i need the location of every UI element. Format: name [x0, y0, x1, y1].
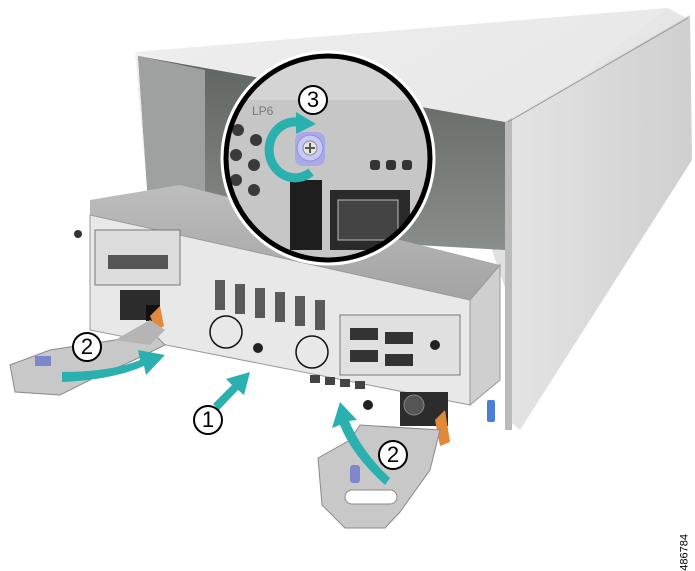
screw-location-marker	[209, 315, 243, 349]
arrow-close-left-lever	[62, 350, 165, 382]
network-ports	[310, 375, 365, 389]
callout-2-left: 2	[72, 332, 102, 362]
slot-label: LP6	[252, 104, 274, 118]
lever-button	[35, 356, 51, 366]
pcie-slots	[215, 280, 325, 330]
lever-button	[350, 465, 360, 483]
callout-2-right: 2	[378, 440, 408, 470]
diagram-canvas: LP6 3 2 1 2 486784	[9, 8, 692, 571]
arrow-close-right-lever	[332, 402, 390, 485]
callout-3: 3	[298, 85, 328, 115]
arrow-push-module	[213, 372, 250, 410]
screw-location-marker	[295, 335, 329, 369]
lever-handle-slot	[344, 489, 398, 505]
arrows	[62, 350, 390, 485]
detail-inset	[220, 50, 436, 266]
detail-inset-border	[223, 53, 433, 263]
figure-number: 486784	[679, 534, 691, 571]
release-tab	[487, 400, 495, 422]
callout-1: 1	[193, 405, 223, 435]
server-illustration	[9, 8, 692, 529]
chassis-side-wall	[508, 15, 692, 430]
rotate-arrow	[264, 117, 314, 183]
